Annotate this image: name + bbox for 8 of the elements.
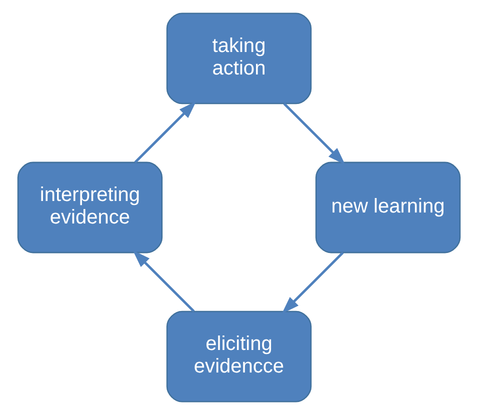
node-box: eliciting evidencce xyxy=(166,310,312,402)
arrow xyxy=(132,250,195,312)
arrow xyxy=(283,102,346,165)
node-box: new learning xyxy=(315,162,461,254)
arrow xyxy=(282,252,344,314)
node-box: taking action xyxy=(166,12,312,104)
arrow xyxy=(134,101,196,164)
node-box: interpreting evidence xyxy=(17,162,163,254)
